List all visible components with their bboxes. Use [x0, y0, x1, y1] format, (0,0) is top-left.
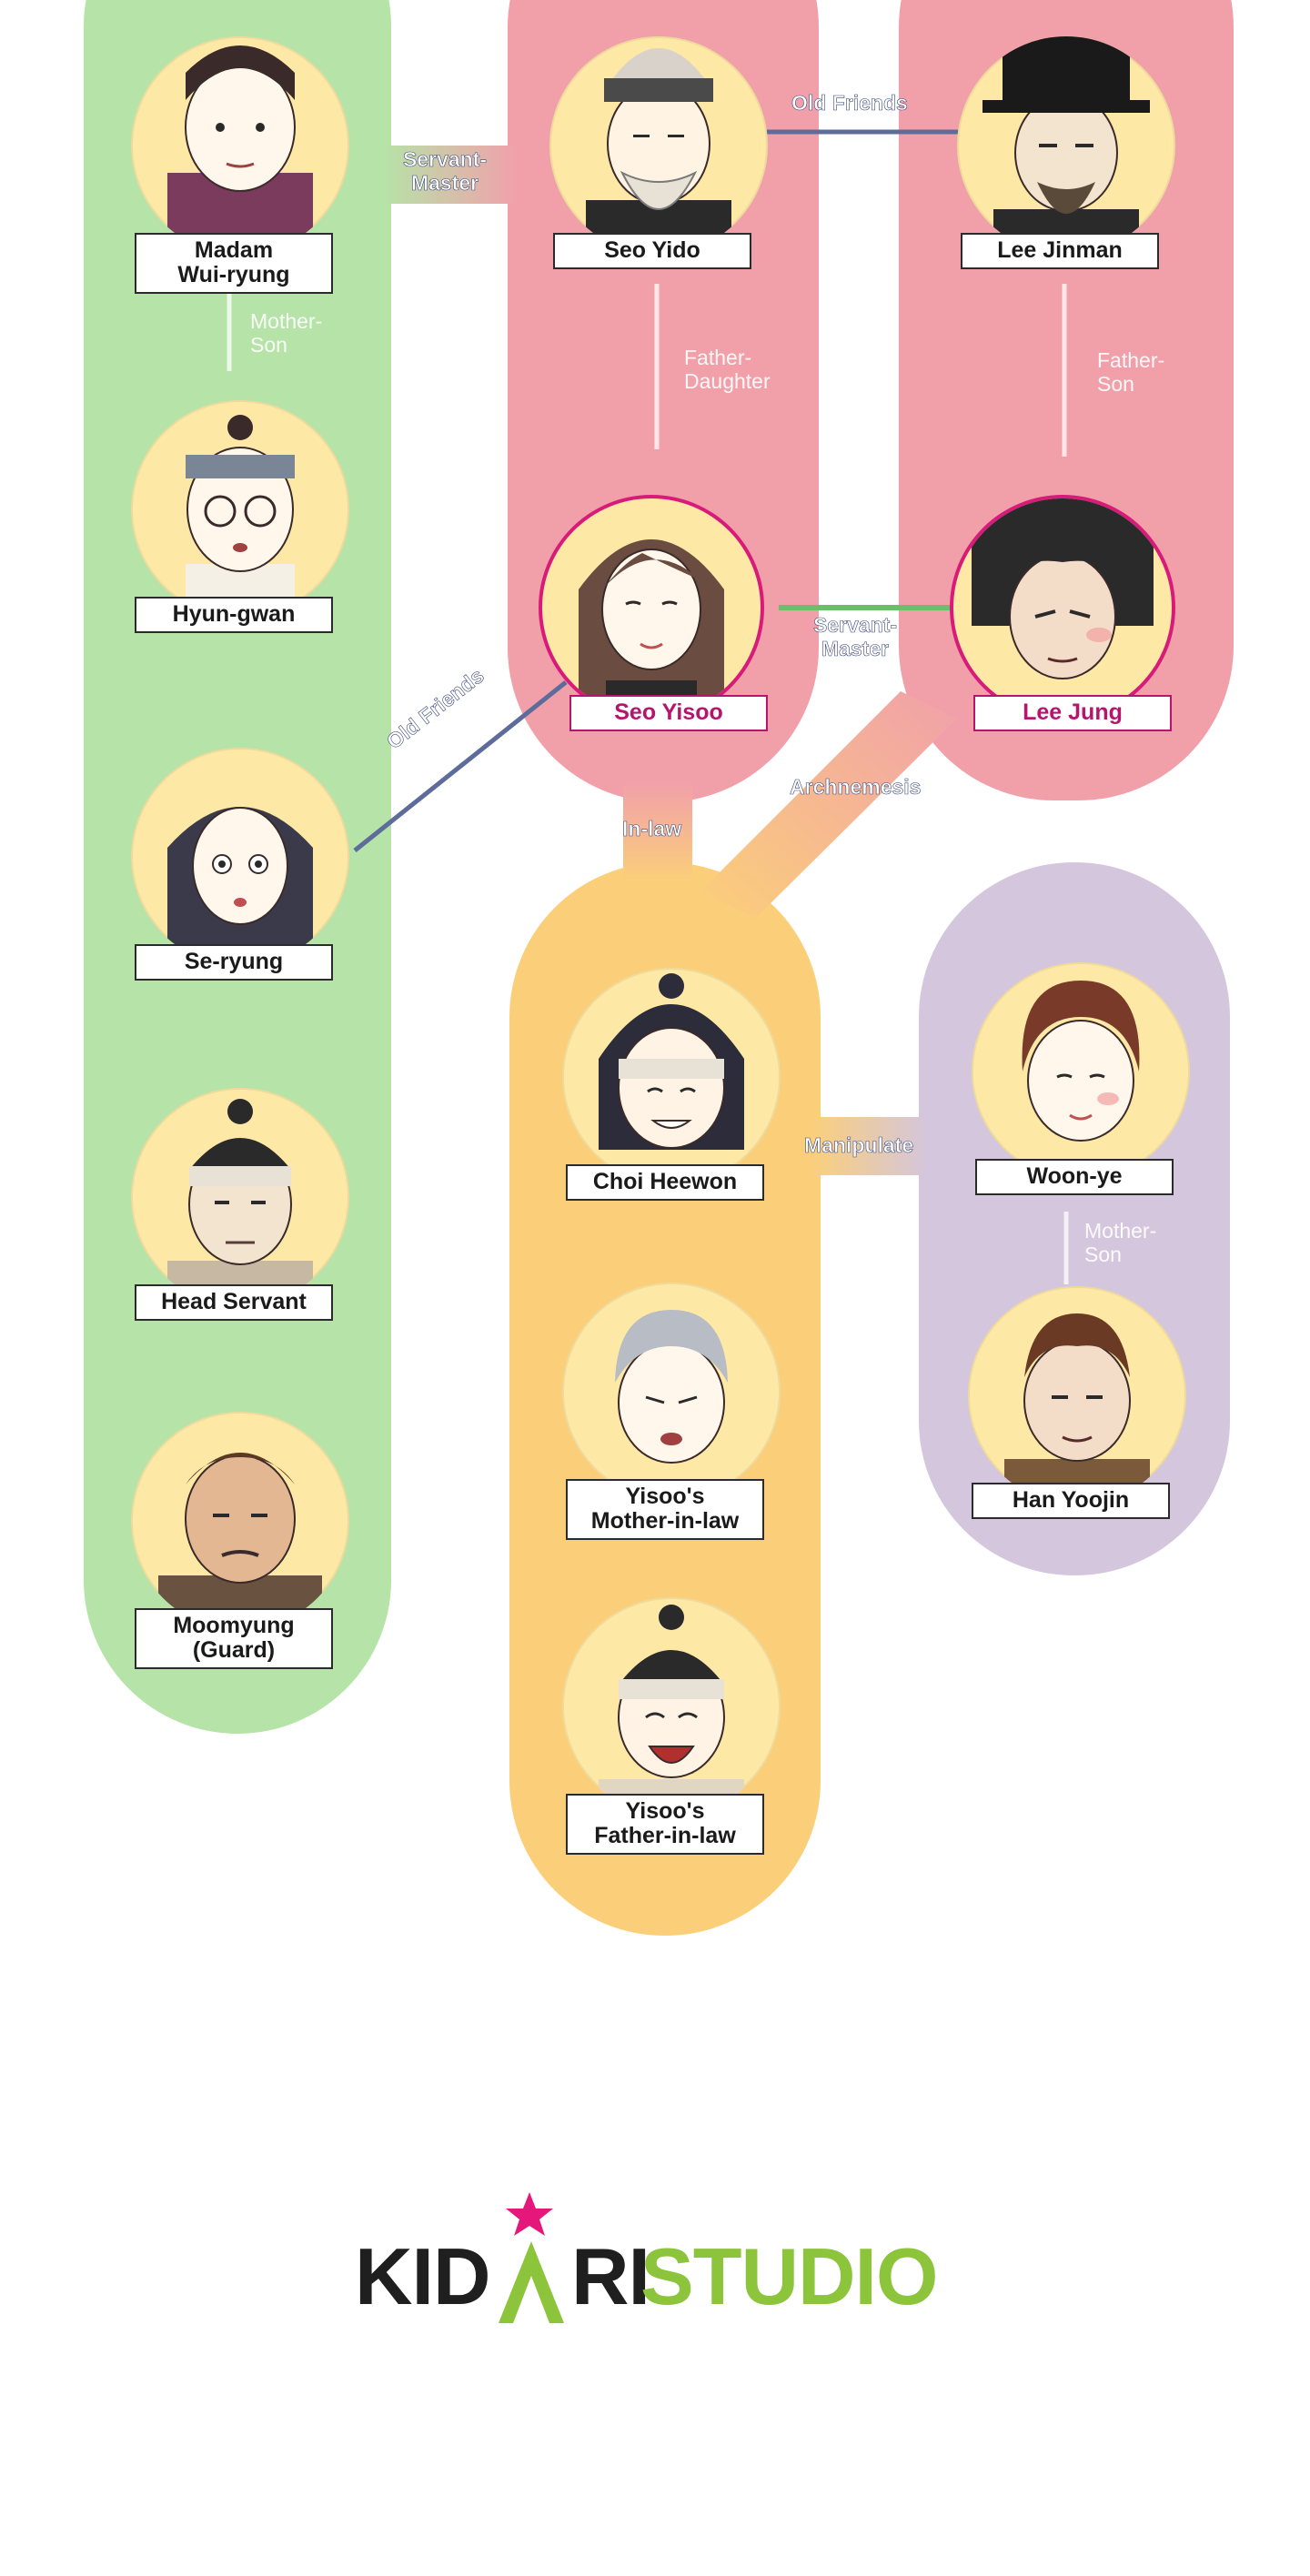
relation-father-daughter: Father- Daughter [684, 346, 771, 393]
name-label: Se-ryung [135, 944, 333, 981]
relation-archnemesis: Archnemesis [790, 775, 922, 800]
face-icon [586, 48, 731, 255]
name-label: Lee Jung [973, 695, 1172, 731]
portrait [542, 498, 761, 717]
face-icon [167, 807, 313, 966]
portrait [562, 1283, 781, 1501]
relation-servant-master-2: Servant- Master [812, 613, 898, 661]
relation-father-son: Father- Son [1097, 348, 1165, 396]
face-icon [599, 973, 744, 1150]
portrait [131, 36, 349, 255]
face-icon [579, 539, 724, 717]
portrait [131, 400, 349, 619]
name-label: Moomyung (Guard) [135, 1608, 333, 1669]
face-icon [167, 45, 313, 255]
face-icon [615, 1310, 728, 1464]
name-label: Lee Jinman [961, 233, 1159, 269]
connector-archnemesis [700, 691, 957, 919]
portrait [549, 36, 768, 255]
relation-mother-son-1: Mother- Son [250, 309, 323, 357]
name-label: Seo Yisoo [569, 695, 768, 731]
logo-part-studio: STUDIO [640, 2231, 938, 2321]
face-icon [186, 415, 295, 619]
star-icon [506, 2192, 553, 2236]
connector-manipulate [810, 1117, 928, 1175]
portrait [562, 1597, 781, 1816]
face-icon [1004, 1313, 1150, 1504]
face-icon [158, 1453, 322, 1630]
relation-in-law: In-law [622, 817, 682, 841]
portrait [968, 1286, 1186, 1504]
name-label: Hyun-gwan [135, 597, 333, 633]
name-label: Seo Yido [553, 233, 751, 269]
face-icon [599, 1605, 744, 1816]
connector-old-friends-2 [353, 680, 568, 852]
name-label: Yisoo's Father-in-law [566, 1794, 764, 1855]
name-label: Choi Heewon [566, 1164, 764, 1201]
face-icon [972, 498, 1154, 679]
portrait [972, 962, 1190, 1181]
face-icon [167, 1099, 313, 1306]
portrait [131, 748, 349, 966]
name-label: Woon-ye [975, 1159, 1174, 1195]
face-icon [982, 36, 1150, 255]
relation-mother-son-2: Mother- Son [1084, 1219, 1157, 1266]
logo-part-ri: RI [571, 2231, 650, 2321]
relation-servant-master-1: Servant- Master [402, 147, 488, 196]
name-label: Yisoo's Mother-in-law [566, 1479, 764, 1540]
relation-old-friends-1: Old Friends [791, 91, 908, 116]
portrait [131, 1088, 349, 1306]
name-label: Head Servant [135, 1284, 333, 1321]
portrait [957, 36, 1175, 255]
portrait [131, 1412, 349, 1630]
connector-servant-master-1 [382, 146, 519, 204]
logo-part-kid: KID [355, 2231, 491, 2321]
name-label: Han Yoojin [972, 1483, 1170, 1519]
portrait [562, 968, 781, 1186]
relation-manipulate: Manipulate [804, 1133, 914, 1158]
face-icon [1022, 981, 1140, 1142]
name-label: Madam Wui-ryung [135, 233, 333, 294]
portrait [953, 498, 1172, 717]
kidari-studio-logo: KID RI STUDIO [355, 2189, 955, 2334]
connector-in-law [623, 782, 692, 882]
logo-a-shape [499, 2241, 564, 2323]
